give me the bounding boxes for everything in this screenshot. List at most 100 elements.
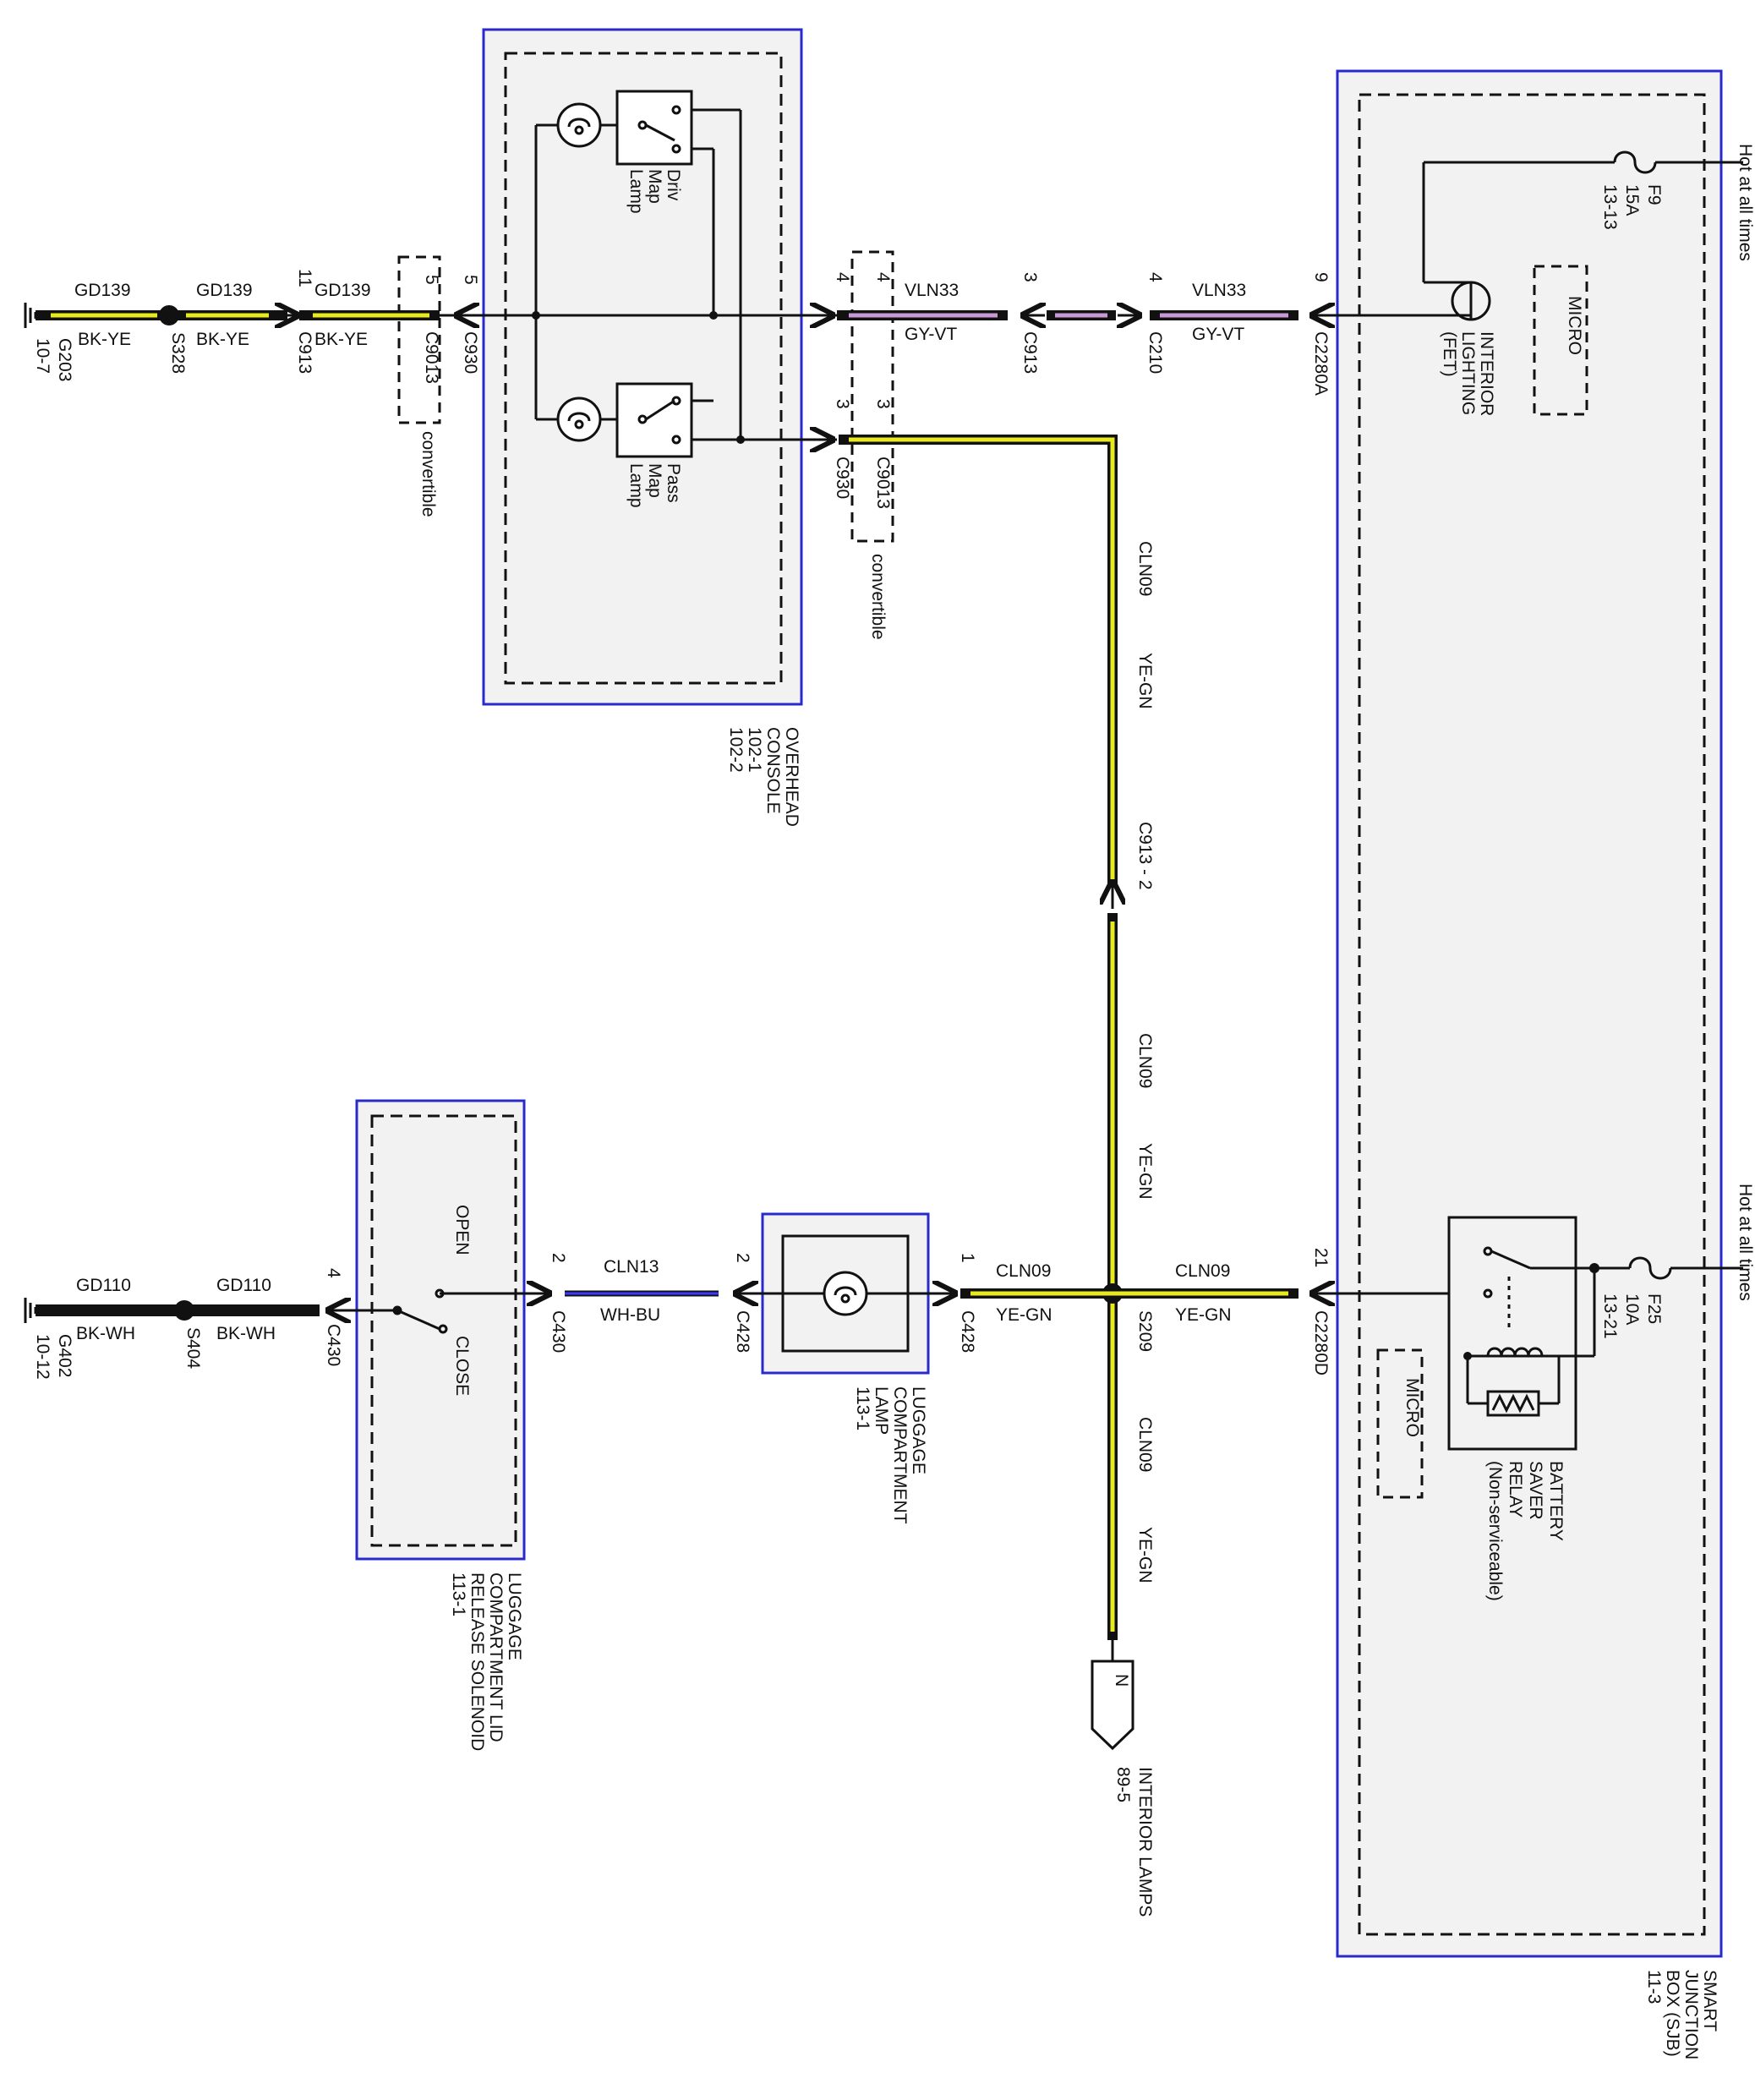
battery-saver-relay-symbol (1447, 1216, 1596, 1451)
fuse-f25-label-line-3: 13-21 (1600, 1293, 1620, 1339)
sjb-label-line-3: BOX (SJB) (1663, 1970, 1682, 2057)
ground-g402-symbol (24, 1298, 37, 1323)
ground-g203-label: G203 (55, 338, 74, 381)
fuse-f25-symbol (1594, 1256, 1743, 1280)
overhead-console-label-line-3: 102-1 (745, 727, 764, 773)
driv-map-lamp-bulb-icon (556, 102, 602, 148)
interior-lamps-label-line-1: INTERIOR LAMPS (1135, 1767, 1155, 1917)
luggage-lamp-label-line-4: 113-1 (853, 1386, 872, 1430)
luggage-lamp-label-line-3: LAMP (872, 1386, 891, 1435)
hot-at-all-times-bottom: Hot at all times (1736, 1184, 1755, 1301)
wire-cln09-vertical-upper (839, 435, 1118, 888)
connector-c913-2-label: C913 - 2 (1135, 822, 1155, 890)
solenoid-switch-symbol (338, 1288, 528, 1334)
pin-5-label-c9013: 5 (422, 275, 441, 285)
ground-g402-label: G402 (55, 1334, 74, 1377)
wire-bk-wh-label-2: BK-WH (216, 1324, 276, 1343)
overhead-console-label-line-1: OVERHEAD (782, 727, 801, 827)
wire-bk-ye-label-1: BK-YE (78, 330, 131, 349)
fuse-f9-label-line-2: 15A (1622, 184, 1642, 216)
c9013-dashed-box-right (850, 250, 894, 543)
ground-g203-symbol (24, 303, 37, 328)
pass-map-lamp-label-line-1: Pass (664, 463, 683, 503)
battery-saver-relay-label-line-1: BATTERY (1546, 1461, 1566, 1541)
pin-21-label-c2280d: 21 (1311, 1248, 1331, 1267)
wire-ye-gn-label-v1: YE-GN (1135, 653, 1155, 709)
wire-gd110-label-1: GD110 (76, 1276, 131, 1295)
driv-map-lamp-switch-icon (615, 90, 693, 166)
driv-map-lamp-label-line-3: Lamp (626, 169, 646, 214)
wire-bk-ye-label-3: BK-YE (314, 330, 368, 349)
convertible-label-left: convertible (418, 431, 438, 517)
wire-gd139-label-2: GD139 (196, 281, 253, 300)
luggage-lamp-bulb-icon (823, 1271, 868, 1316)
wire-cln09-label-left: CLN09 (996, 1261, 1051, 1281)
pin-5-label-c930: 5 (461, 275, 480, 285)
pin-2-label-c430: 2 (549, 1253, 568, 1263)
wire-bk-wh-label-1: BK-WH (76, 1324, 135, 1343)
connector-c430-label-left: C430 (324, 1324, 343, 1366)
sjb-label-line-1: SMART (1700, 1970, 1719, 2032)
connector-c210-label: C210 (1145, 331, 1165, 374)
pass-map-lamp-bulb-icon (556, 396, 602, 442)
pin-3-label-c930-right: 3 (833, 399, 852, 409)
pin-4-label-c930-right: 4 (833, 272, 852, 282)
splice-s209-label: S209 (1135, 1310, 1155, 1352)
pin-4-label-c430: 4 (324, 1268, 343, 1278)
fuse-f9-label-line-3: 13-13 (1600, 184, 1620, 230)
c9013-dashed-box-left (397, 255, 441, 424)
connector-c9013-label-right: C9013 (873, 457, 893, 509)
wire-bk-ye-label-2: BK-YE (196, 330, 249, 349)
solenoid-open-label: OPEN (452, 1205, 472, 1255)
wire-cln09-label-v1: CLN09 (1135, 541, 1155, 596)
wire-ye-gn-label-v2: YE-GN (1135, 1143, 1155, 1200)
interior-lighting-label-line-2: LIGHTING (1458, 331, 1478, 415)
wire-vln33-label-1: VLN33 (905, 281, 959, 300)
ground-g203-ref: 10-7 (33, 338, 52, 374)
lid-solenoid-label-line-3: RELEASE SOLENOID (467, 1572, 487, 1751)
micro-top-box (1533, 265, 1588, 416)
overhead-console-label-line-4: 102-2 (726, 727, 746, 773)
pin-3-label-c9013-right: 3 (873, 399, 893, 409)
pin-2-label-c428: 2 (733, 1253, 752, 1263)
wire-gy-vt-label-2: GY-VT (1192, 325, 1244, 344)
micro-top-label: MICRO (1565, 296, 1584, 355)
wire-cln09-label-v3: CLN09 (1135, 1417, 1155, 1472)
connector-c930-label-left: C930 (461, 331, 480, 374)
driv-map-lamp-label-line-1: Driv (664, 169, 683, 201)
rotated-labels: C91311C9305C90135convertibleS328G20310-7… (33, 144, 1755, 2059)
battery-saver-relay-label-line-3: RELAY (1506, 1461, 1525, 1518)
wire-gd139-label-3: GD139 (314, 281, 371, 300)
micro-bottom-box (1376, 1348, 1424, 1499)
luggage-lamp-label-line-2: COMPARTMENT (890, 1386, 910, 1524)
connector-c430-label-right: C430 (549, 1310, 568, 1353)
wire-gd139-label-1: GD139 (74, 281, 131, 300)
pin-4-label-c210: 4 (1145, 272, 1165, 282)
junction-dot-pass (736, 435, 745, 444)
wire-gd110-label-2: GD110 (216, 1276, 271, 1295)
junction-dot-mid (709, 311, 718, 320)
pass-map-lamp-switch-icon (615, 382, 693, 458)
sjb-label-line-2: JUNCTION (1681, 1970, 1701, 2059)
fuse-f25-label-line-1: F25 (1644, 1293, 1664, 1324)
connector-c913-label-left: C913 (295, 331, 314, 374)
micro-bottom-label: MICRO (1402, 1378, 1422, 1437)
battery-saver-relay-label-line-2: SAVER (1526, 1461, 1545, 1520)
interior-lighting-label-line-3: (FET) (1440, 331, 1459, 377)
wire-cln09-label-v2: CLN09 (1135, 1033, 1155, 1088)
connector-c9013-label-left: C9013 (422, 331, 441, 384)
battery-saver-relay-label-line-4: (Non-serviceable) (1485, 1461, 1505, 1601)
sjb-label-line-4: 11-3 (1644, 1970, 1664, 2004)
hot-at-all-times-top: Hot at all times (1736, 144, 1755, 261)
lid-solenoid-label-line-2: COMPARTMENT LID (486, 1572, 506, 1742)
connector-c428-label-left: C428 (733, 1310, 752, 1353)
pin-3-label-c913: 3 (1020, 272, 1040, 282)
relay-coil-dot (1463, 1352, 1472, 1360)
convertible-label-right: convertible (868, 554, 888, 640)
